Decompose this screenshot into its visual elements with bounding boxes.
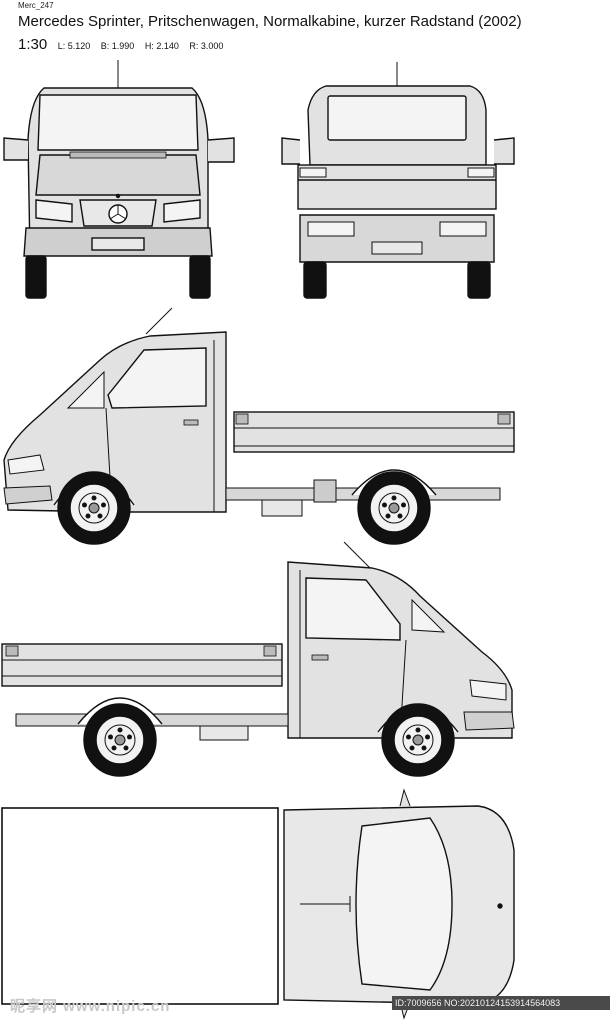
- wheelbase-label: R: 3.000: [189, 41, 224, 51]
- watermark-id: ID:7009656 NO:20210124153914564083: [392, 996, 610, 1010]
- length-label: L: 5.120: [57, 41, 91, 51]
- height-label: H: 2.140: [144, 41, 179, 51]
- top-view: [1, 788, 515, 1020]
- dimension-line: 1:30 L: 5.120 B: 1.990 H: 2.140 R: 3.000: [18, 36, 231, 53]
- drawing-code: Merc_247: [18, 1, 54, 10]
- rear-view: [281, 62, 515, 299]
- front-view: [3, 60, 235, 299]
- scale-label: 1:30: [18, 36, 48, 53]
- side-view-right: [1, 541, 515, 777]
- width-label: B: 1.990: [100, 41, 135, 51]
- watermark-site: 昵享网 www.nipic.cn: [10, 998, 171, 1015]
- side-view-left: [3, 307, 515, 545]
- drawing-title: Mercedes Sprinter, Pritschenwagen, Norma…: [18, 13, 522, 30]
